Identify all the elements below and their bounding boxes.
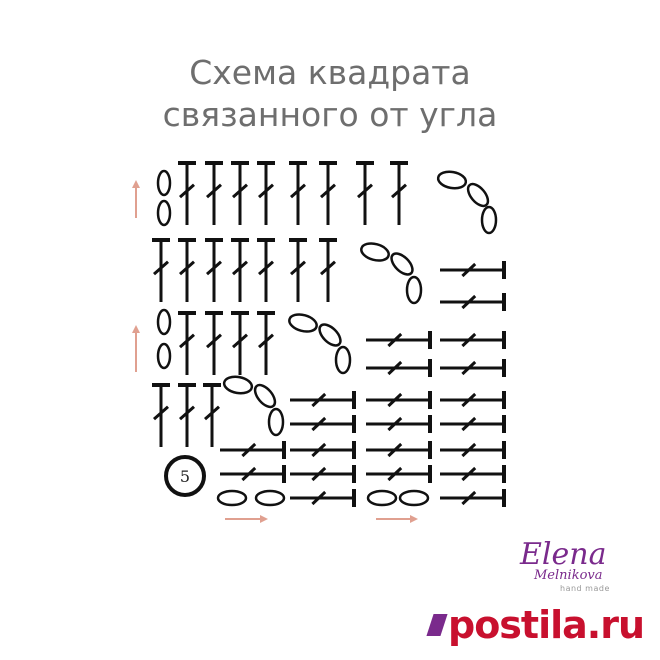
title-line-1: Схема квадрата xyxy=(189,53,471,92)
double-crochet-icon xyxy=(231,311,249,375)
double-crochet-icon xyxy=(290,465,356,483)
watermark-text: postila.ru xyxy=(448,603,645,647)
double-crochet-icon xyxy=(440,465,506,483)
double-crochet-icon xyxy=(356,161,374,225)
double-crochet-icon xyxy=(440,415,506,433)
double-crochet-icon xyxy=(178,383,196,447)
double-crochet-icon xyxy=(390,161,408,225)
chain-stitch-icon xyxy=(156,342,172,370)
magic-ring-icon xyxy=(164,455,206,497)
double-crochet-icon xyxy=(257,161,275,225)
start-ring-label: 5 xyxy=(180,467,190,486)
chain-stitch-icon xyxy=(480,205,498,235)
double-crochet-icon xyxy=(319,161,337,225)
diagram-title: Схема квадрата связанного от угла xyxy=(0,52,660,136)
chain-stitch-icon xyxy=(436,170,468,190)
chain-stitch-icon xyxy=(254,489,286,507)
double-crochet-icon xyxy=(152,238,170,302)
chain-stitch-icon xyxy=(156,199,172,227)
double-crochet-icon xyxy=(366,465,432,483)
start-ring: 5 xyxy=(164,455,206,497)
chain-stitch-icon xyxy=(366,489,398,507)
double-crochet-icon xyxy=(440,331,506,349)
chain-stitch-icon xyxy=(222,375,254,395)
title-line-2: связанного от угла xyxy=(162,95,498,134)
double-crochet-icon xyxy=(290,391,356,409)
double-crochet-icon xyxy=(440,261,506,279)
double-crochet-icon xyxy=(257,311,275,375)
double-crochet-icon xyxy=(290,415,356,433)
postila-logo-icon xyxy=(426,614,448,636)
chain-stitch-icon xyxy=(288,313,318,333)
double-crochet-icon xyxy=(289,238,307,302)
chain-stitch-icon xyxy=(466,182,490,208)
double-crochet-icon xyxy=(366,331,432,349)
double-crochet-icon xyxy=(178,161,196,225)
double-crochet-icon xyxy=(231,238,249,302)
chain-stitch-icon xyxy=(156,308,172,336)
chain-stitch-icon xyxy=(334,345,352,375)
chain-stitch-icon xyxy=(253,383,277,409)
postila-watermark: postila.ru xyxy=(426,600,645,650)
logo-name-last: Melnikova xyxy=(534,568,603,583)
arrow-right-icon xyxy=(260,515,268,523)
double-crochet-icon xyxy=(290,441,356,459)
chain-stitch-icon xyxy=(360,242,390,262)
double-crochet-icon xyxy=(220,465,286,483)
chain-stitch-icon xyxy=(267,407,285,437)
double-crochet-icon xyxy=(178,238,196,302)
double-crochet-icon xyxy=(440,391,506,409)
double-crochet-icon xyxy=(366,441,432,459)
brand-logo: Elena Melnikova hand made xyxy=(512,538,632,600)
double-crochet-icon xyxy=(440,441,506,459)
logo-name-first: Elena xyxy=(520,537,607,572)
double-crochet-icon xyxy=(231,161,249,225)
double-crochet-icon xyxy=(220,441,286,459)
arrow-up-icon xyxy=(132,180,140,188)
double-crochet-icon xyxy=(290,489,356,507)
arrow-up-icon xyxy=(132,325,140,333)
stitch-layer xyxy=(132,161,506,523)
double-crochet-icon xyxy=(152,383,170,447)
double-crochet-icon xyxy=(178,311,196,375)
logo-tagline: hand made xyxy=(560,584,610,593)
double-crochet-icon xyxy=(203,383,221,447)
double-crochet-icon xyxy=(366,391,432,409)
double-crochet-icon xyxy=(366,415,432,433)
chain-stitch-icon xyxy=(398,489,430,507)
double-crochet-icon xyxy=(257,238,275,302)
double-crochet-icon xyxy=(205,311,223,375)
double-crochet-icon xyxy=(205,161,223,225)
chain-stitch-icon xyxy=(390,252,414,276)
double-crochet-icon xyxy=(319,238,337,302)
double-crochet-icon xyxy=(440,489,506,507)
chain-stitch-icon xyxy=(318,323,342,347)
double-crochet-icon xyxy=(205,238,223,302)
chain-stitch-icon xyxy=(216,489,248,507)
double-crochet-icon xyxy=(366,359,432,377)
chain-stitch-icon xyxy=(156,169,172,197)
double-crochet-icon xyxy=(440,293,506,311)
chain-stitch-icon xyxy=(405,275,423,305)
double-crochet-icon xyxy=(440,359,506,377)
double-crochet-icon xyxy=(289,161,307,225)
arrow-right-icon xyxy=(410,515,418,523)
